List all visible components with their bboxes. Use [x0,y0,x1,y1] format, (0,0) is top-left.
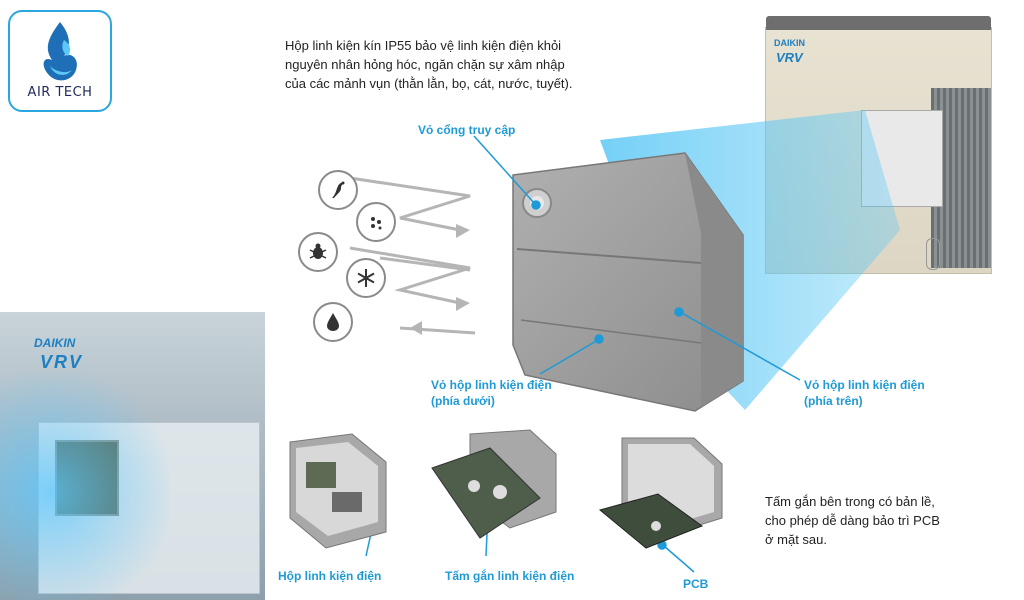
water-drop-icon [313,302,353,342]
photo-glow [0,372,170,600]
sand-icon [356,202,396,242]
callout-access-cover: Vỏ cổng truy cập [418,122,515,138]
callout-upper-cover: Vỏ hộp linh kiện điện (phía trên) [804,377,925,409]
box-open-photo [289,433,387,549]
mounting-plate-photo [431,429,557,539]
caption-pcb-text: PCB [683,577,709,591]
flame-drop-icon [43,22,77,81]
bug-icon [298,232,338,272]
caption-box-text: Hộp linh kiện điện [278,569,382,583]
intro-line: nguyên nhân hỏng hóc, ngăn chặn sự xâm n… [285,57,565,72]
note-line: cho phép dễ dàng bảo trì PCB [765,513,940,528]
caption-pcb: PCB [683,576,708,592]
intro-paragraph: Hộp linh kiện kín IP55 bảo vệ linh kiện … [285,36,625,93]
photo-brand: DAIKIN [34,336,76,350]
note-line: ở mặt sau. [765,532,827,547]
caption-plate-text: Tấm gắn linh kiện điện [445,569,575,583]
air-tech-logo: AIR TECH [8,10,112,112]
vrv-unit-photo: DAIKIN VRV [0,312,265,600]
logo-text: AIR TECH [27,85,93,100]
lizard-icon [318,170,358,210]
intro-line: Hộp linh kiện kín IP55 bảo vệ linh kiện … [285,38,562,53]
debris-arrows [349,176,476,335]
callout-lower-cover-line: (phía dưới) [431,394,495,408]
unit-model: VRV [776,50,803,65]
pcb-photo [598,437,723,549]
electrical-box-main [512,152,744,412]
caption-box: Hộp linh kiện điện [278,568,381,584]
photo-model: VRV [40,352,84,372]
intro-line: của các mảnh vụn (thằn lằn, bọ, cát, nướ… [285,76,573,91]
hinge-note: Tấm gắn bên trong có bản lề, cho phép dễ… [765,492,940,549]
callout-upper-cover-line: (phía trên) [804,394,863,408]
callout-lower-cover: Vỏ hộp linh kiện điện (phía dưới) [431,377,552,409]
unit-top [766,16,991,30]
callout-lower-cover-line: Vỏ hộp linh kiện điện [431,378,552,392]
unit-handle [926,238,940,270]
unit-brand: DAIKIN [774,38,805,48]
snow-icon [346,258,386,298]
caption-plate: Tấm gắn linh kiện điện [445,568,574,584]
note-line: Tấm gắn bên trong có bản lề, [765,494,935,509]
callout-upper-cover-line: Vỏ hộp linh kiện điện [804,378,925,392]
callout-access-cover-text: Vỏ cổng truy cập [418,123,516,137]
